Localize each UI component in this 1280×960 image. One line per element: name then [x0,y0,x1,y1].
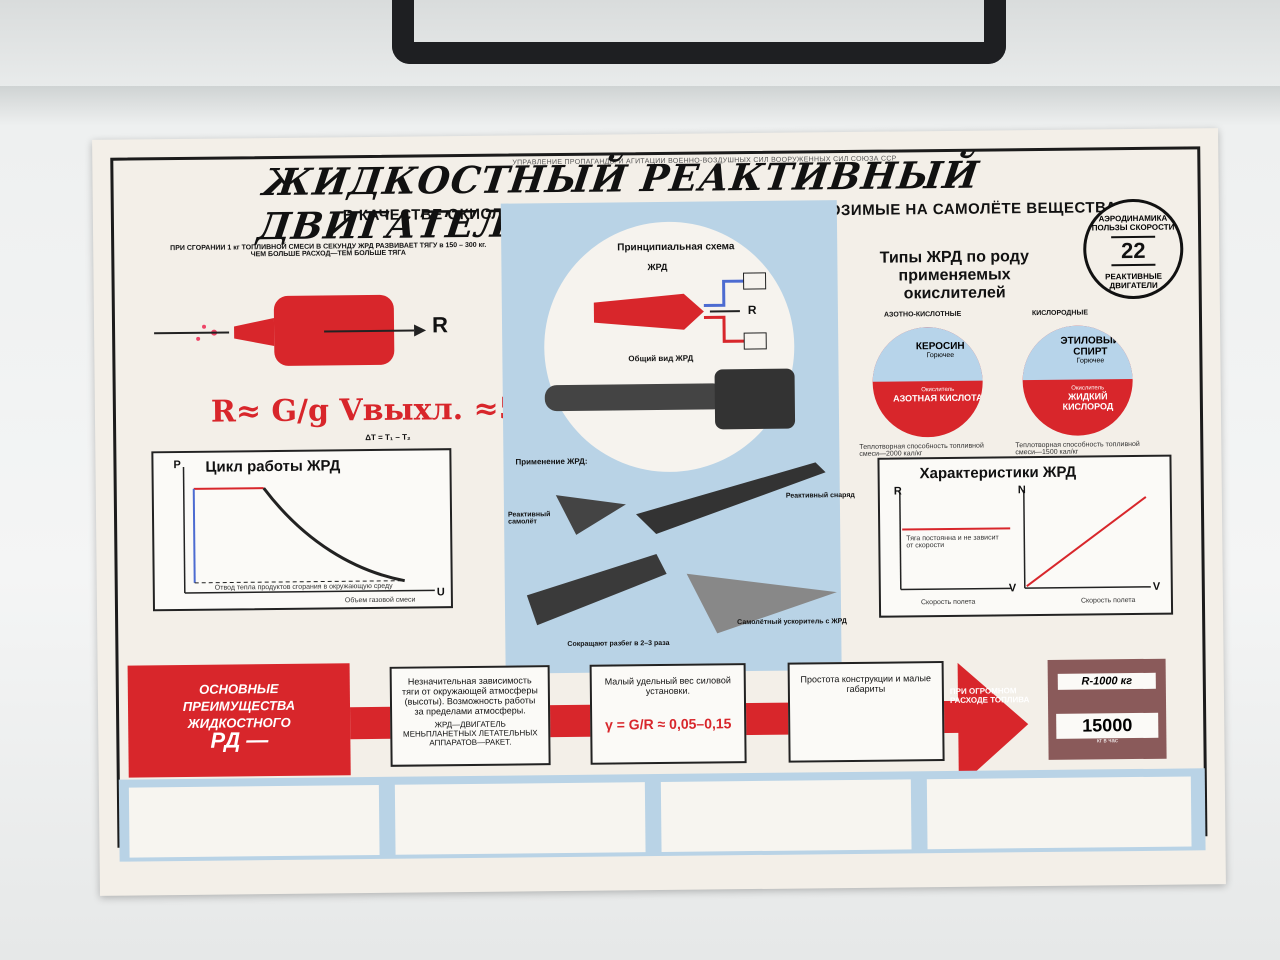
booster-plane-shape [686,573,837,634]
schema-engine [593,293,704,330]
char-V-right: V [1152,580,1161,593]
advantage-card-altitude: Незначительная зависимость тяги от окруж… [389,665,551,767]
booster-caption: Самолётный ускоритель с ЖРД [737,618,847,627]
schema-zhrd: ЖРД [647,261,668,273]
char-R: R [893,485,902,498]
char-n-line [1026,496,1147,587]
oxygen-fuel-sub: Горючее [1076,357,1105,365]
schema-general: Общий вид ЖРД [628,353,694,364]
subtitle-right: ВОЗИМЫЕ НА САМОЛЁТЕ ВЕЩЕСТВА [817,199,1118,220]
badge-top: АЭРОДИНАМИКА ПОЛЬЗЫ СКОРОСТИ [1091,213,1175,233]
display-handle [392,0,1006,64]
types-title: Типы ЖРД по роду применяемых окислителей [879,248,1030,303]
fuel-stack: R-1000 кг 15000 кг в час [1047,658,1167,760]
nitric-type-circle: КЕРОСИН Горючее Окислитель АЗОТНАЯ КИСЛО… [872,326,984,438]
engine-illustration [544,368,796,430]
combustion-chamber [273,294,395,366]
series-badge: АЭРОДИНАМИКА ПОЛЬЗЫ СКОРОСТИ 22 РЕАКТИВН… [1082,198,1184,300]
fuel-line [703,279,744,308]
stack-unit: кг в час [1096,738,1118,745]
booster-label: Сокращают разбег в 2–3 раза [567,639,670,648]
oxygen-oxid: ЖИДКИЙ КИСЛОРОД [1062,391,1114,412]
exhaust-particle [202,324,207,329]
banner-text: ОСНОВНЫЕ ПРЕИМУЩЕСТВА ЖИДКОСТНОГО РД — [128,663,351,753]
schema-R: R [747,302,757,318]
card1-text2: ЖРД—ДВИГАТЕЛЬ МЕНЬПЛАНЕТНЫХ ЛЕТАТЕЛЬНЫХ … [402,719,538,748]
exhaust-line [194,580,405,584]
char-N: N [1017,484,1026,497]
cycle-y-axis [182,466,186,593]
aircraft-illustrations [526,462,837,634]
thrust-arrowhead [414,324,427,337]
advantage-card-simplicity: Простота конструкции и малые габариты [787,661,945,763]
char-n-x-axis [1024,586,1151,589]
card2-formula: γ = G/R ≈ 0,05–0,15 [604,715,732,733]
card3-text: Простота конструкции и малые габариты [800,673,932,695]
schema-diagram [593,272,767,350]
oxygen-type-circle: ЭТИЛОВЫЙ СПИРТ Горючее Окислитель ЖИДКИЙ… [1022,325,1134,437]
char-r-y-axis [899,491,902,590]
cycle-axis-x: U [436,586,445,599]
char-V-left: V [1008,582,1017,595]
display-shadow [0,86,1280,126]
rocket-shape [636,462,826,535]
thrust-arrow [324,329,415,333]
badge-number: 22 [1111,235,1156,267]
advantages-arrow [957,662,1029,787]
exhaust-arrow [154,331,230,335]
cycle-x-axis [184,589,435,594]
nitric-fuel-sub: Горючее [926,351,955,360]
engine-pump [714,368,796,430]
combustion-line [193,487,264,490]
text-column-2 [394,782,646,855]
text-column-3 [660,779,912,852]
stack-value: 15000 [1056,712,1159,739]
nozzle [234,318,275,347]
cycle-axis-y: P [173,459,181,472]
cycle-plot [182,466,435,594]
stack-top: R-1000 кг [1057,672,1156,690]
char-note-R: Тяга постоянна и не зависит от скорости [906,534,999,550]
oxygen-heat: Теплотворная способность топливной смеси… [1015,440,1140,457]
engine-body [544,383,725,412]
thrust-label: R [431,312,449,338]
char-axis-right: Скорость полета [1080,597,1136,605]
oxidizer-line [703,315,745,343]
text-column-4 [926,776,1192,850]
char-axis-left: Скорость полета [920,598,976,607]
arrow-text: ПРИ ОГРОМНОМ РАСХОДЕ ТОПЛИВА [949,686,1030,705]
cycle-chart: Цикл работы ЖРД P U Отвод тепла продукто… [151,448,453,612]
jet-plane-shape [555,495,626,535]
card2-text: Малый удельный вес силовой установки. [604,675,731,697]
poster: УПРАВЛЕНИЕ ПРОПАГАНДЫ И АГИТАЦИИ ВОЕННО-… [92,128,1226,896]
compression-line [192,488,196,583]
text-column-1 [128,784,380,858]
banner-line-4: РД — [210,727,269,753]
badge-bottom: РЕАКТИВНЫЕ ДВИГАТЕЛИ [1105,271,1163,291]
schema-title: Принципиальная схема [617,241,735,254]
cycle-note2: Объем газовой смеси [344,596,416,605]
nitric-oxid: АЗОТНАЯ КИСЛОТА [893,392,983,404]
advantage-card-weight: Малый удельный вес силовой установки. γ … [589,663,747,765]
exhaust-particle [196,336,201,341]
nitric-heat: Теплотворная способность топливной смеси… [859,442,984,458]
expansion-curve [262,487,405,583]
engine-diagram [154,294,427,366]
char-n-y-axis [1023,490,1026,589]
nitric-oxidizer-area: Окислитель АЗОТНАЯ КИСЛОТА [873,381,983,404]
oxidizer-tank [743,332,767,350]
schema-circle: Принципиальная схема ЖРД R Общий вид ЖРД [542,220,796,474]
char-r-x-axis [900,587,1011,591]
char-r-line [902,527,1011,531]
advantages-banner: ОСНОВНЫЕ ПРЕИМУЩЕСТВА ЖИДКОСТНОГО РД — [127,663,351,778]
nitric-header: АЗОТНО-КИСЛОТНЫЕ [883,310,962,319]
fighter-shape [526,554,667,626]
fuel-tank [742,272,767,290]
formula-sub: ΔT = T₁ – T₂ [365,432,411,443]
card1-text: Незначительная зависимость тяги от окруж… [401,675,538,717]
oxygen-oxidizer-area: Окислитель ЖИДКИЙ КИСЛОРОД [1023,379,1133,412]
characteristics-chart: Характеристики ЖРД R N V V Тяга постоянн… [877,454,1174,618]
oxygen-header: КИСЛОРОДНЫЕ [1031,309,1089,318]
char-plot [899,490,1151,591]
